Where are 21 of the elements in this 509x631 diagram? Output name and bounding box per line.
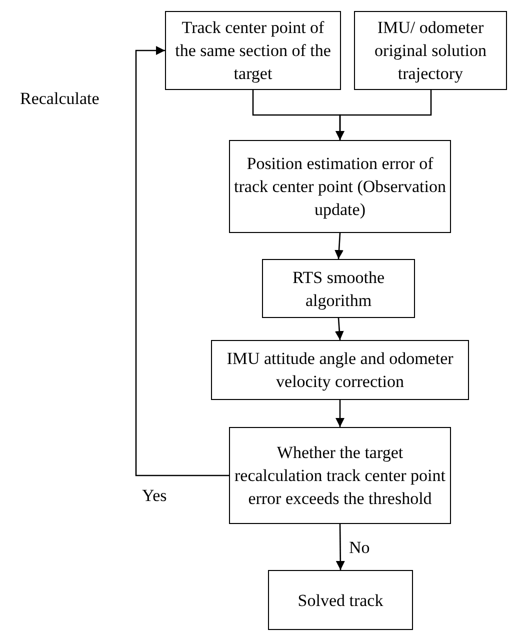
arrow [336,524,345,570]
note-label: Recalculate [20,88,100,110]
arrow [135,46,229,476]
process-box [268,570,413,630]
box-text: Track center point of the same section of the target [174,17,332,85]
box-text: IMU/ odometer original solution trajectory [374,17,488,85]
box-text: Position estimation error of track center point (Observation update) [234,153,446,221]
arrow [334,318,344,340]
box-text: Solved track [298,590,384,612]
box-text: Whether the target recalculation track center point error exceeds the threshold [234,442,446,510]
arrow [336,90,432,140]
process-box [229,140,451,233]
arrow [334,232,344,260]
arrow [336,400,344,427]
box-text: RTS smoothe algorithm [291,266,386,312]
process-box [211,340,469,400]
process-box [229,427,451,524]
process-box [165,11,341,90]
box-text: IMU attitude angle and odometer velocity correction [226,348,454,393]
process-box [262,259,415,318]
process-box [354,11,507,90]
